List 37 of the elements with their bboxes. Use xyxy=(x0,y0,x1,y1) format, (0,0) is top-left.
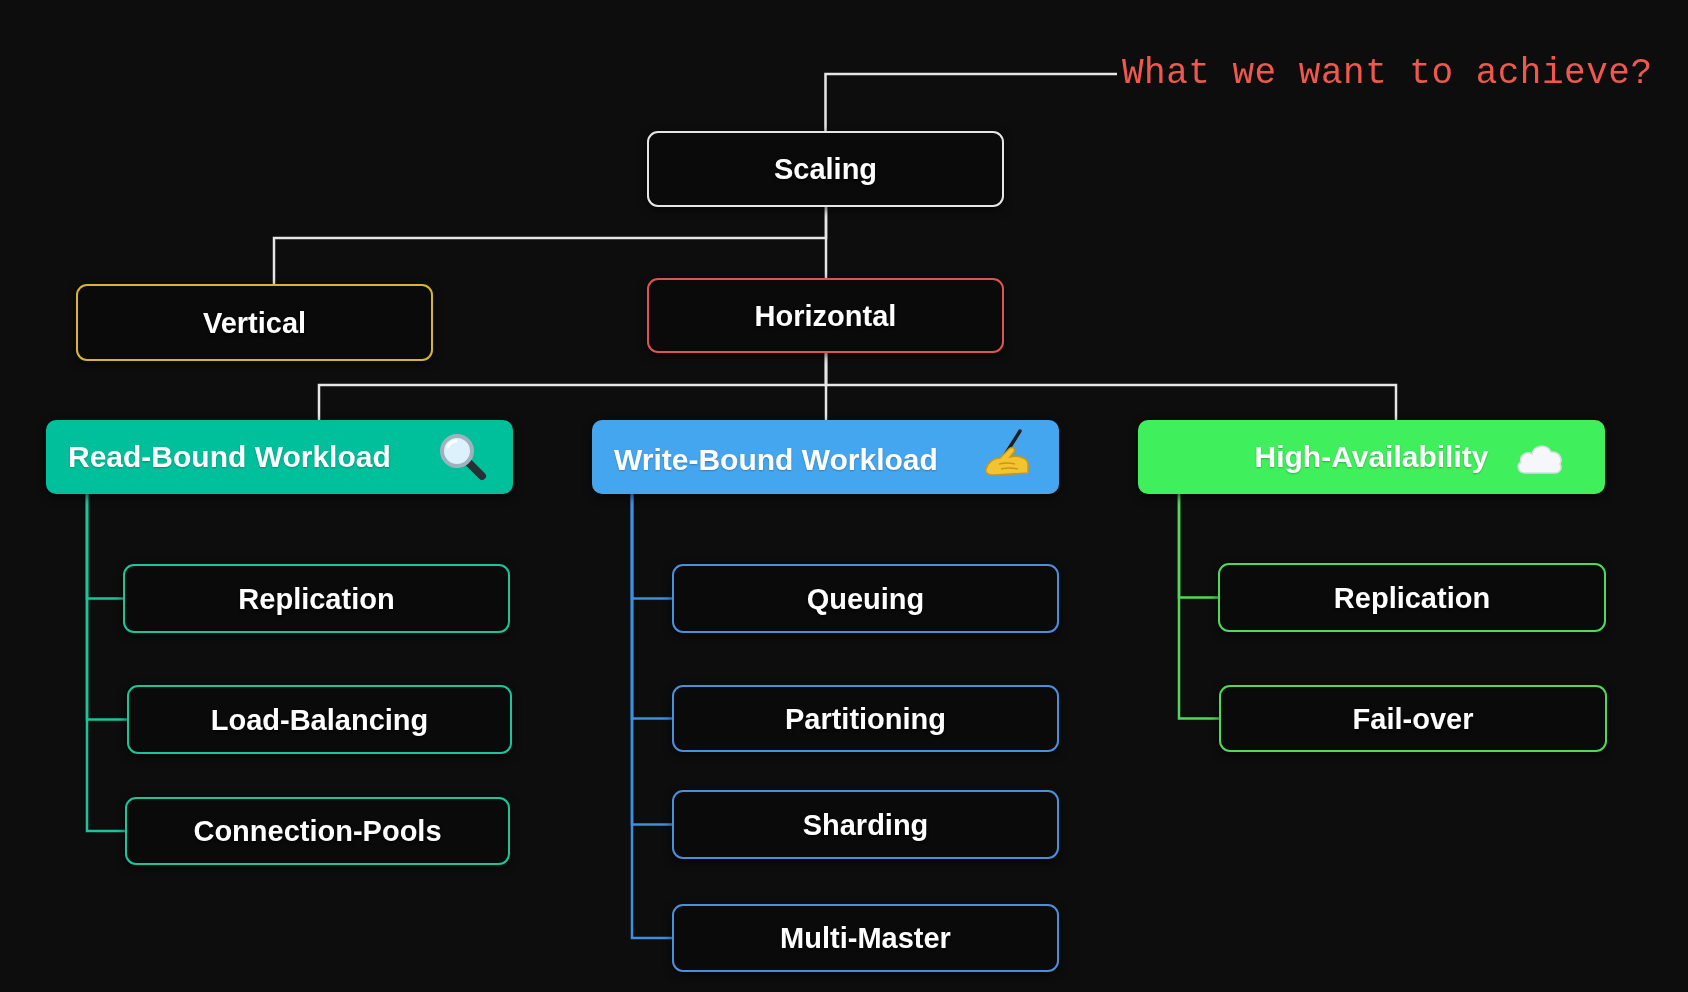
topic-box xyxy=(672,904,1059,972)
connector-line xyxy=(630,494,672,940)
connector-line xyxy=(85,494,125,833)
connector-line xyxy=(824,353,1398,420)
box-label: Load-Balancing xyxy=(210,702,429,738)
category-header xyxy=(1138,420,1605,494)
box-label: Horizontal xyxy=(754,298,897,334)
connector-line xyxy=(1177,494,1219,720)
topic-box xyxy=(647,131,1004,207)
header-label: Write-Bound Workload xyxy=(614,442,938,478)
topic-box xyxy=(123,564,510,633)
header-label: High-Availability xyxy=(1254,439,1489,475)
annotation-text: What we want to achieve? xyxy=(1122,50,1653,98)
topic-box xyxy=(125,797,510,865)
box-label: Queuing xyxy=(806,581,925,617)
box-label: Replication xyxy=(1333,580,1491,616)
connector-line xyxy=(824,72,1117,131)
topic-box xyxy=(672,564,1059,633)
category-header xyxy=(592,420,1059,494)
box-label: Sharding xyxy=(802,807,929,843)
topic-box xyxy=(647,278,1004,353)
box-label: Replication xyxy=(238,581,395,617)
topic-box xyxy=(672,685,1059,752)
topic-box xyxy=(76,284,433,361)
box-label: Connection-Pools xyxy=(193,814,442,849)
header-label: Read-Bound Workload xyxy=(68,439,391,475)
box-label: Fail-over xyxy=(1352,701,1474,737)
box-label: Scaling xyxy=(773,152,878,187)
topic-box xyxy=(1219,685,1607,752)
connector-line xyxy=(824,207,828,278)
box-label: Multi-Master xyxy=(780,921,951,956)
topic-box xyxy=(672,790,1059,859)
box-label: Partitioning xyxy=(784,701,947,737)
topic-box xyxy=(1218,563,1606,632)
box-label: Vertical xyxy=(202,305,307,341)
topic-box xyxy=(127,685,512,754)
category-header xyxy=(46,420,513,494)
